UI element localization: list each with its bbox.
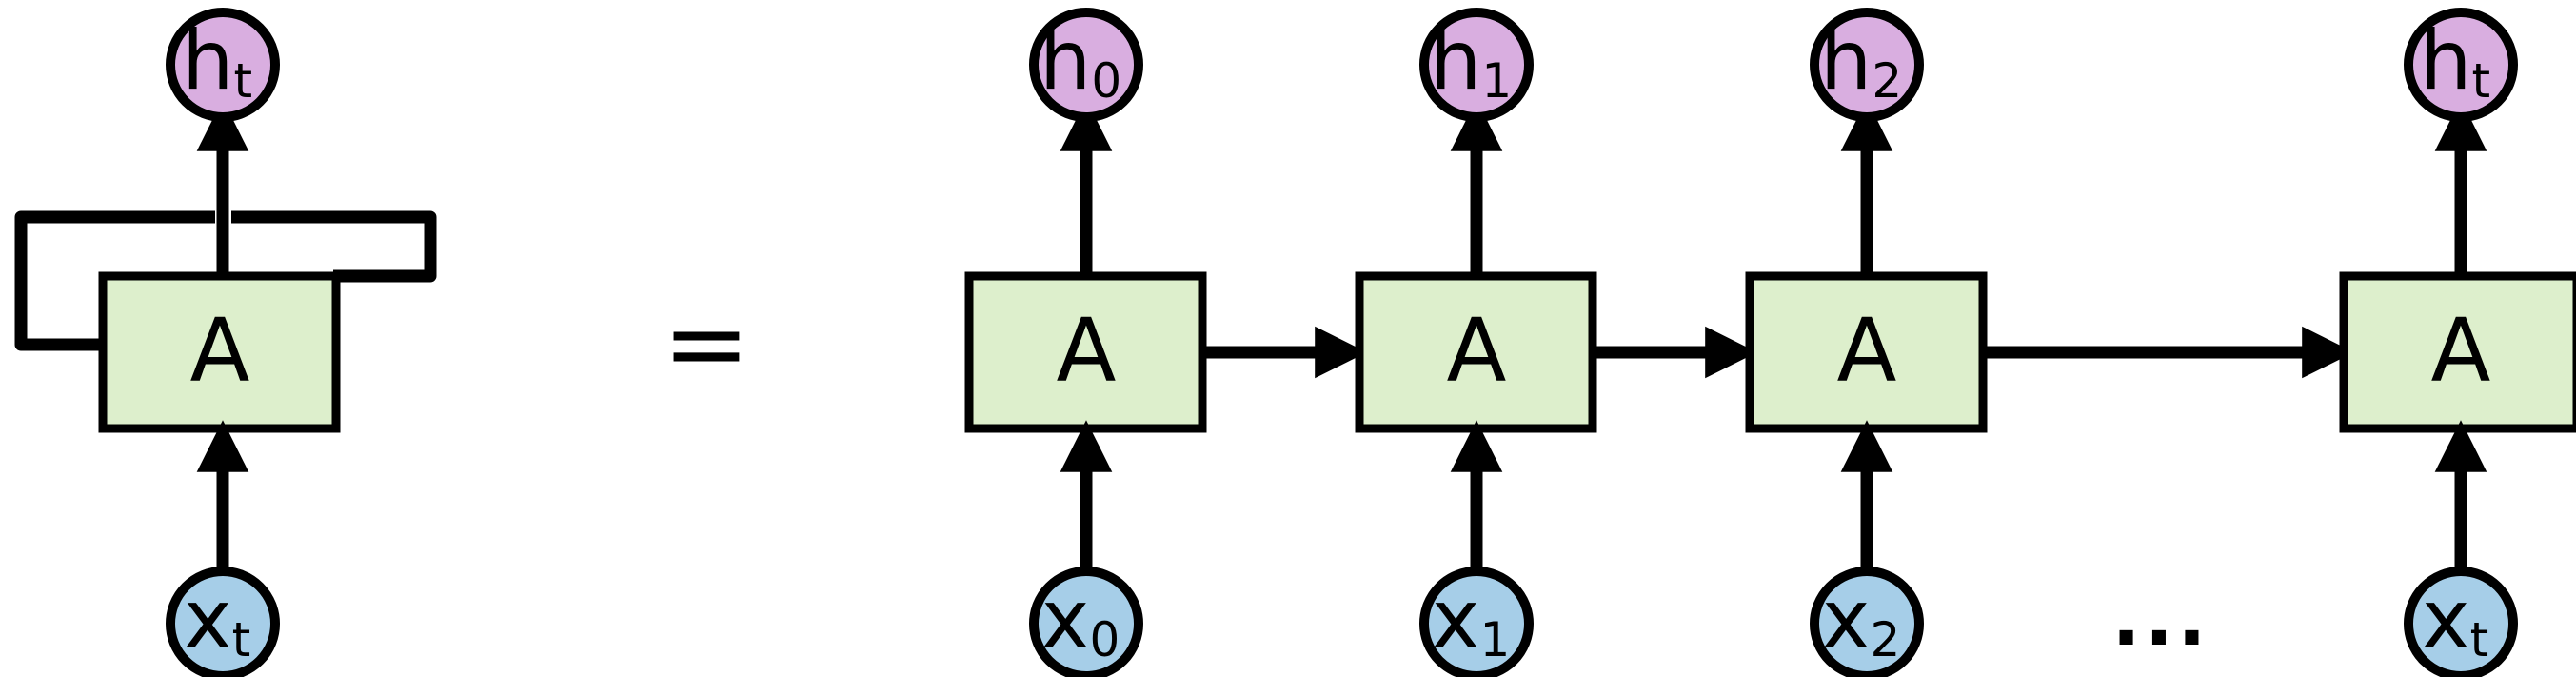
output-circle-0: [1029, 8, 1143, 122]
cell-label-t: A: [2431, 299, 2491, 401]
input-label-0: x0: [1041, 572, 1120, 667]
folded-input-label: xt: [184, 572, 251, 667]
input-sub-2: 2: [1871, 612, 1901, 667]
output-base-0: h: [1040, 13, 1092, 109]
input-circle-1: [1419, 567, 1534, 677]
cell-box-0: [964, 271, 1207, 433]
cell-label-2: A: [1837, 299, 1897, 401]
output-circle-1: [1419, 8, 1534, 122]
input-base-0: x: [1041, 572, 1090, 667]
unrolled-step-2: A h2 x2: [1745, 8, 1988, 677]
equals-sign: =: [663, 282, 750, 404]
input-base-1: x: [1432, 572, 1480, 667]
output-sub-1: 1: [1481, 53, 1512, 109]
input-sub-t: t: [2470, 612, 2489, 667]
output-base-1: h: [1430, 13, 1482, 109]
input-base-2: x: [1822, 572, 1871, 667]
output-label-1: h1: [1430, 13, 1512, 109]
unrolled-rnn-group: A h0 x0 A h1 x1: [964, 8, 2576, 677]
input-sub-0: 0: [1090, 612, 1120, 667]
folded-input-base: x: [184, 572, 232, 667]
output-base-t: h: [2420, 13, 2472, 109]
sequence-ellipsis: ...: [2111, 574, 2209, 663]
input-circle-t: [2404, 567, 2518, 677]
input-base-t: x: [2422, 572, 2470, 667]
output-label-2: h2: [1820, 13, 1902, 109]
output-circle-2: [1810, 8, 1924, 122]
folded-output-base: h: [182, 13, 234, 109]
folded-cell-box: [98, 271, 341, 433]
folded-rnn-group: A ht xt: [14, 8, 437, 677]
cell-label-1: A: [1447, 299, 1507, 401]
unrolled-step-0: A h0 x0: [964, 8, 1207, 677]
cell-box-2: [1745, 271, 1988, 433]
folded-output-label: ht: [182, 13, 252, 109]
output-label-t: ht: [2420, 13, 2490, 109]
output-sub-2: 2: [1872, 53, 1902, 109]
output-sub-0: 0: [1091, 53, 1121, 109]
folded-input-circle: [166, 567, 280, 677]
input-label-2: x2: [1822, 572, 1901, 667]
output-label-0: h0: [1040, 13, 1121, 109]
input-label-t: xt: [2422, 572, 2489, 667]
input-sub-1: 1: [1480, 612, 1511, 667]
input-circle-0: [1029, 567, 1143, 677]
folded-input-sub: t: [232, 612, 251, 667]
input-label-1: x1: [1432, 572, 1511, 667]
output-base-2: h: [1820, 13, 1873, 109]
folded-output-circle: [166, 8, 280, 122]
folded-cell-label: A: [190, 299, 250, 401]
output-circle-t: [2404, 8, 2518, 122]
unrolled-step-t: A ht xt: [2339, 8, 2576, 677]
output-sub-t: t: [2471, 53, 2490, 109]
folded-output-sub: t: [233, 53, 252, 109]
unrolled-step-1: A h1 x1: [1355, 8, 1597, 677]
cell-label-0: A: [1057, 299, 1117, 401]
input-circle-2: [1810, 567, 1924, 677]
